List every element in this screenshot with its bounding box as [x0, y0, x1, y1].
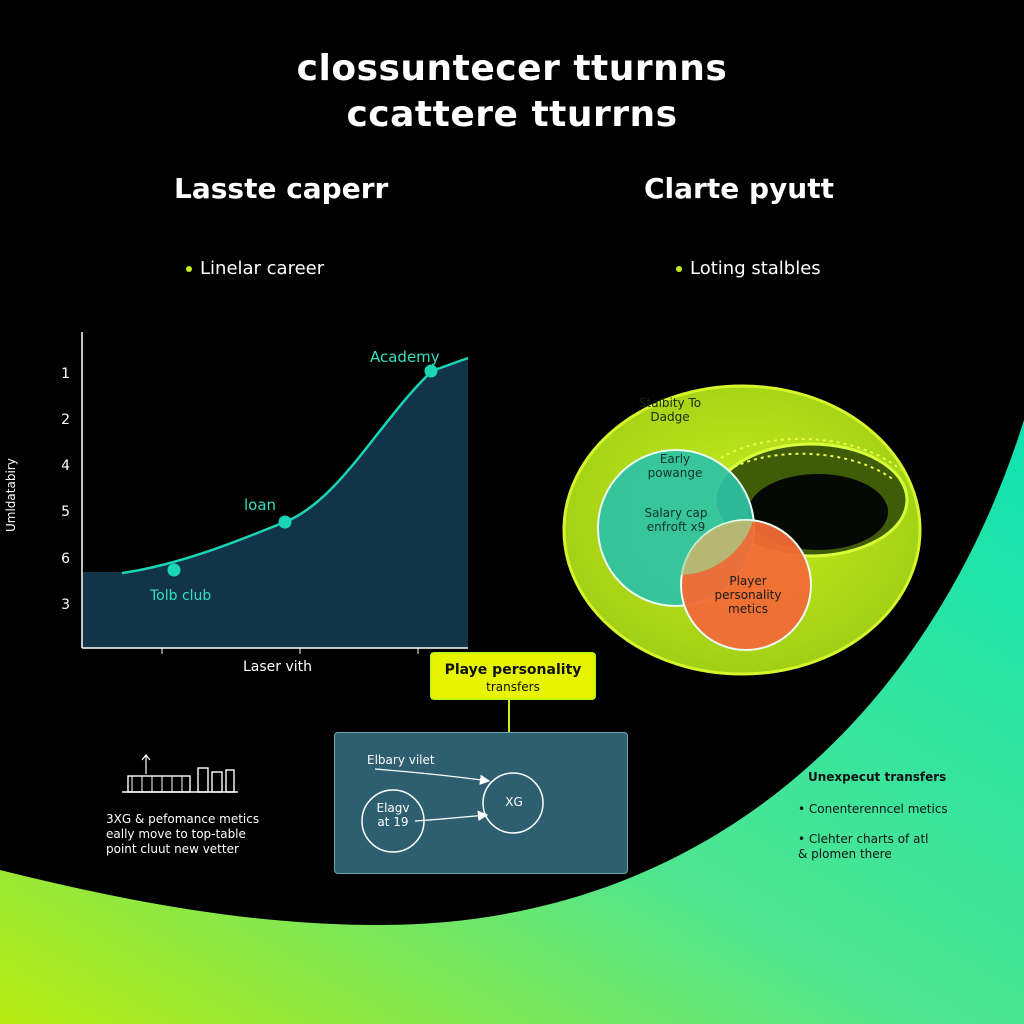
x-axis-label: Laser vith — [243, 659, 313, 675]
page-title-line-1: clossuntecer tturnns — [296, 48, 728, 89]
y-tick-label: 2 — [61, 412, 70, 428]
bullet-dot-icon — [186, 265, 192, 272]
page-title-line-2: ccattere tturrns — [346, 94, 678, 135]
right-section-heading: Clarte pyutt — [644, 172, 834, 205]
y-tick-label: 4 — [61, 458, 70, 474]
callout-subtitle: transfers — [486, 680, 540, 694]
y-tick-label: 5 — [61, 504, 70, 520]
flow-arrow-top — [374, 768, 491, 785]
right-bullet: Loting stalbles — [676, 258, 821, 279]
flow-arrow-bottom — [414, 810, 489, 822]
career-point-loan — [278, 515, 292, 529]
venn-circle-a-top: Early powange — [647, 452, 703, 480]
venn-circle-a-bottom: Salary cap enfroft x9 — [644, 506, 708, 534]
chart-area-fill — [82, 358, 468, 648]
left-note-line-2: eally move to top-table — [106, 827, 246, 841]
callout-connector — [508, 700, 510, 732]
venn-title: Stalbity To Dadge — [638, 396, 702, 424]
background-green-wave — [0, 420, 1024, 1024]
point-label-academy: Academy — [370, 348, 440, 366]
point-label-loan: loan — [244, 496, 277, 514]
right-note-item-1: • Conenterenncel metics — [798, 802, 948, 816]
y-tick-label: 3 — [61, 597, 70, 613]
flow-node-right — [482, 772, 544, 834]
flow-top-label: Elbary vilet — [367, 753, 435, 767]
career-point-club — [167, 563, 181, 577]
personality-transfers-callout: Playe personality transfers — [430, 652, 596, 700]
career-point-academy — [424, 364, 438, 378]
right-bullet-text: Loting stalbles — [690, 258, 821, 279]
right-note-item-2-text: Clehter charts of atl & plomen there — [798, 832, 929, 861]
y-axis-label: Umldatabiry — [4, 458, 18, 532]
career-curve-chart — [81, 332, 469, 654]
venn-circle-b-label: Player personality metics — [714, 574, 782, 616]
y-tick-label: 1 — [61, 366, 70, 382]
callout-title: Playe personality — [444, 662, 582, 678]
left-note-line-1: 3XG & pefomance metics — [106, 812, 260, 826]
flow-diagram — [361, 768, 544, 853]
left-section-heading: Lasste caperr — [174, 172, 389, 205]
stadium-sketch-icon — [122, 754, 238, 793]
bullet-dot-icon: • — [798, 802, 806, 816]
right-note-heading: Unexpecut transfers — [808, 770, 947, 784]
left-metrics-note: 3XG & pefomance metics eally move to top… — [106, 812, 259, 857]
flow-left-node-label: Elagv at 19 — [376, 801, 410, 829]
left-bullet: Linelar career — [186, 258, 324, 279]
left-bullet-text: Linelar career — [200, 258, 325, 279]
venn-overlap — [681, 520, 753, 575]
left-note-line-3: point cluut new vetter — [106, 842, 239, 856]
stadium-stands — [720, 438, 902, 471]
point-label-club: Tolb club — [150, 588, 212, 604]
transfer-flow-panel: Elbary vilet Elagv at 19 XG — [334, 732, 628, 874]
right-note-item-1-text: Conenterenncel metics — [808, 802, 948, 816]
right-note-item-2: • Clehter charts of atl & plomen there — [798, 832, 938, 862]
venn-diagram — [562, 384, 922, 676]
flow-right-node-label: XG — [505, 795, 523, 809]
bullet-dot-icon: • — [798, 832, 806, 846]
y-tick-label: 6 — [61, 551, 70, 567]
stadium-stands — [727, 452, 895, 481]
bullet-dot-icon — [676, 265, 682, 272]
